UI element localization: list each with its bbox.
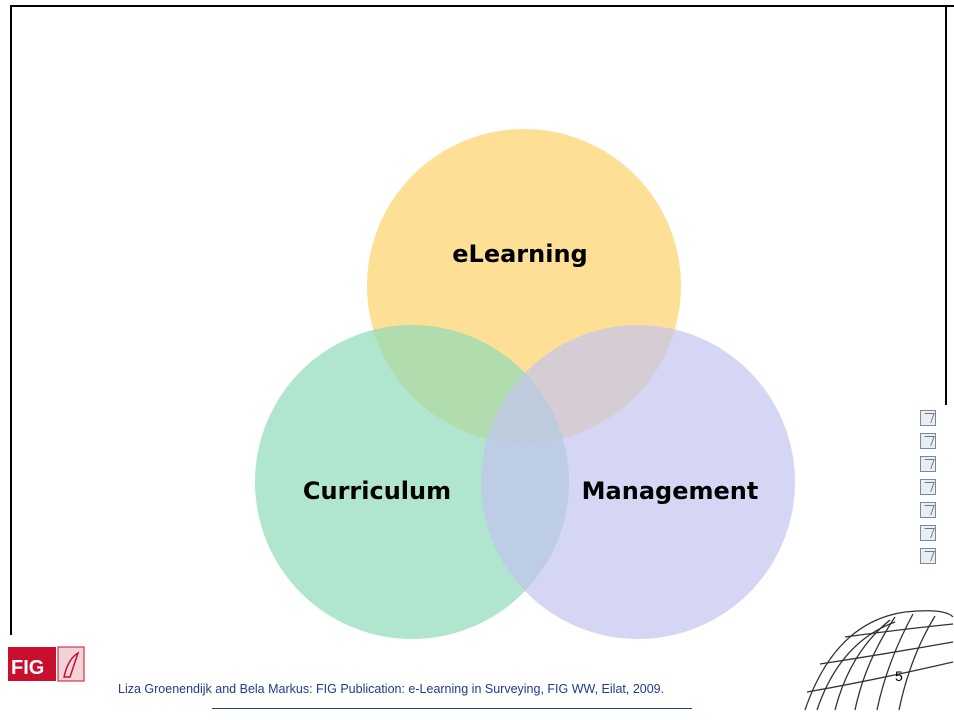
page-number: 5 [895,668,903,684]
management-circle [481,325,795,639]
map-icon [920,410,936,426]
slide-frame-left [10,5,12,635]
surveying-icon [920,479,936,495]
curriculum-label: Curriculum [303,477,451,505]
measurement-icon [920,525,936,541]
fig-logo: FIG [8,646,85,682]
elearning-label: eLearning [452,240,587,268]
fig-logo-text: FIG [11,657,44,679]
management-label: Management [582,477,759,505]
footer-rule [212,708,692,709]
slide-frame-right [945,5,947,405]
parcel-icon [920,502,936,518]
curriculum-circle [255,325,569,639]
building-icon [920,433,936,449]
landscape-icon [920,548,936,564]
terrain-icon [920,456,936,472]
globe-icon [804,610,954,711]
footer-citation: Liza Groenendijk and Bela Markus: FIG Pu… [118,682,665,696]
side-icon-strip [920,410,950,571]
slide-frame-top [10,5,954,7]
